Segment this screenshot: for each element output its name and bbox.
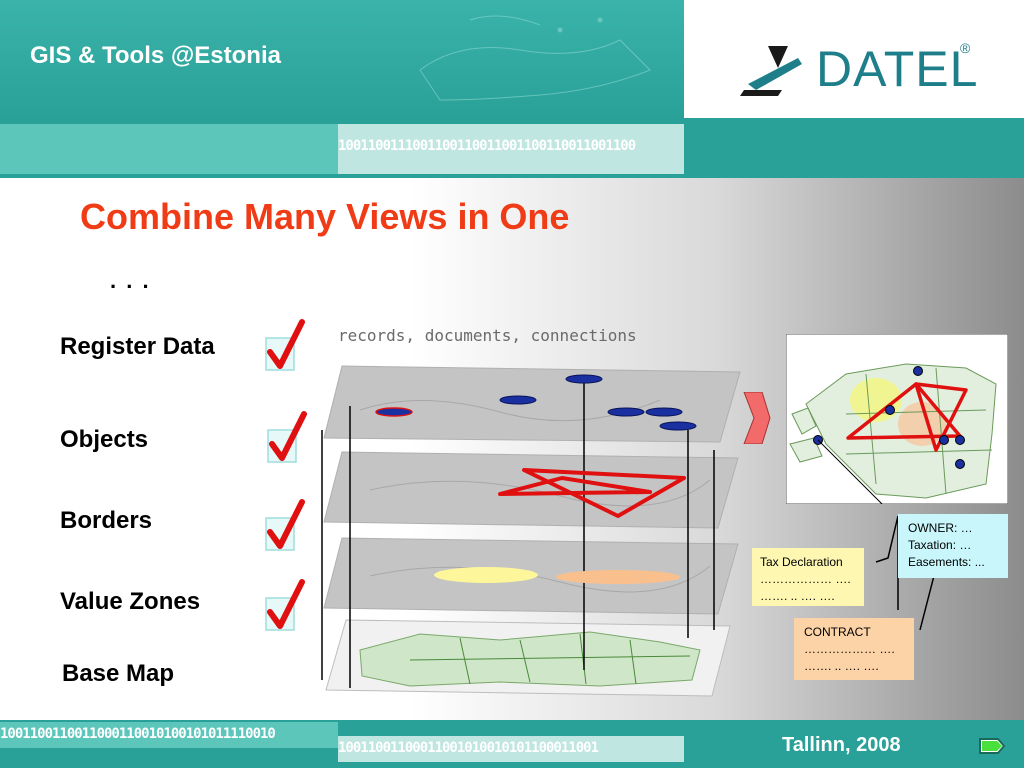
records-caption: records, documents, connections bbox=[338, 326, 637, 345]
ellipsis-text: . . . bbox=[110, 268, 151, 293]
taxation-line: Taxation: … bbox=[908, 538, 972, 552]
next-arrow-icon[interactable] bbox=[978, 736, 1006, 756]
binary-strip-bottom-right: 10011001100011001010010101100011001 bbox=[338, 736, 684, 762]
datel-logo: DATEL ® bbox=[738, 36, 978, 100]
datel-logo-icon bbox=[740, 46, 802, 96]
base-map-land bbox=[359, 631, 701, 687]
binary-strip-top: 1001100111001100110011001100110011001100 bbox=[338, 124, 684, 174]
map-watermark-icon bbox=[419, 15, 651, 101]
object-ellipse bbox=[565, 374, 603, 384]
object-ellipse bbox=[607, 407, 645, 417]
logo-area bbox=[684, 0, 1024, 118]
object-ellipse bbox=[375, 407, 413, 417]
contract-title: CONTRACT bbox=[804, 625, 871, 639]
logo-registered: ® bbox=[960, 40, 971, 56]
owner-line: OWNER: … bbox=[908, 521, 973, 535]
check-icon-value-zones[interactable] bbox=[262, 578, 310, 634]
contract-line1: ……………… …. bbox=[804, 642, 895, 656]
tax-title: Tax Declaration bbox=[760, 555, 843, 569]
tax-line2: ……. .. …. …. bbox=[760, 589, 835, 603]
header-banner: GIS & Tools @Estonia bbox=[0, 0, 684, 118]
header-title: GIS & Tools @Estonia bbox=[30, 42, 281, 69]
value-zone-yellow bbox=[434, 567, 538, 583]
layer-stack-diagram bbox=[321, 365, 741, 697]
object-ellipse bbox=[499, 395, 537, 405]
label-base-map: Base Map bbox=[62, 660, 175, 687]
binary-text: 10011001100011001010010101100011001 bbox=[338, 740, 599, 756]
check-icon-borders[interactable] bbox=[262, 498, 310, 554]
tax-declaration-box: Tax Declaration ……………… …. ……. .. …. …. bbox=[752, 548, 864, 606]
header-band-light bbox=[0, 124, 338, 174]
border-polygon bbox=[498, 476, 652, 496]
footer-location-date: Tallinn, 2008 bbox=[782, 734, 901, 756]
binary-text: 1001100111001100110011001100110011001100 bbox=[338, 138, 636, 154]
binary-strip-bottom-left: 1001100110011000110010100101011110010 bbox=[0, 722, 338, 748]
combined-map bbox=[786, 334, 1008, 504]
plane-register-data bbox=[323, 365, 741, 443]
logo-text: DATEL bbox=[816, 41, 979, 97]
plane-borders bbox=[323, 451, 739, 529]
contract-line2: ……. .. …. …. bbox=[804, 659, 879, 673]
label-borders: Borders bbox=[60, 507, 153, 534]
contract-box: CONTRACT ……………… …. ……. .. …. …. bbox=[794, 618, 914, 680]
owner-box: OWNER: … Taxation: … Easements: ... bbox=[898, 514, 1008, 578]
chevron-right-icon bbox=[743, 392, 771, 444]
tax-line1: ……………… …. bbox=[760, 572, 851, 586]
object-ellipse bbox=[645, 407, 683, 417]
check-icon-register-data[interactable] bbox=[262, 318, 310, 374]
easements-line: Easements: ... bbox=[908, 555, 985, 569]
object-ellipse bbox=[659, 421, 697, 431]
binary-text: 1001100110011000110010100101011110010 bbox=[0, 726, 276, 742]
label-value-zones: Value Zones bbox=[60, 588, 201, 615]
label-objects: Objects bbox=[60, 426, 149, 453]
check-icon-objects[interactable] bbox=[264, 410, 312, 466]
slide-title: Combine Many Views in One bbox=[80, 196, 570, 237]
label-register-data: Register Data bbox=[60, 333, 215, 360]
content-panel-left bbox=[0, 178, 300, 720]
value-zone-orange bbox=[556, 570, 680, 584]
